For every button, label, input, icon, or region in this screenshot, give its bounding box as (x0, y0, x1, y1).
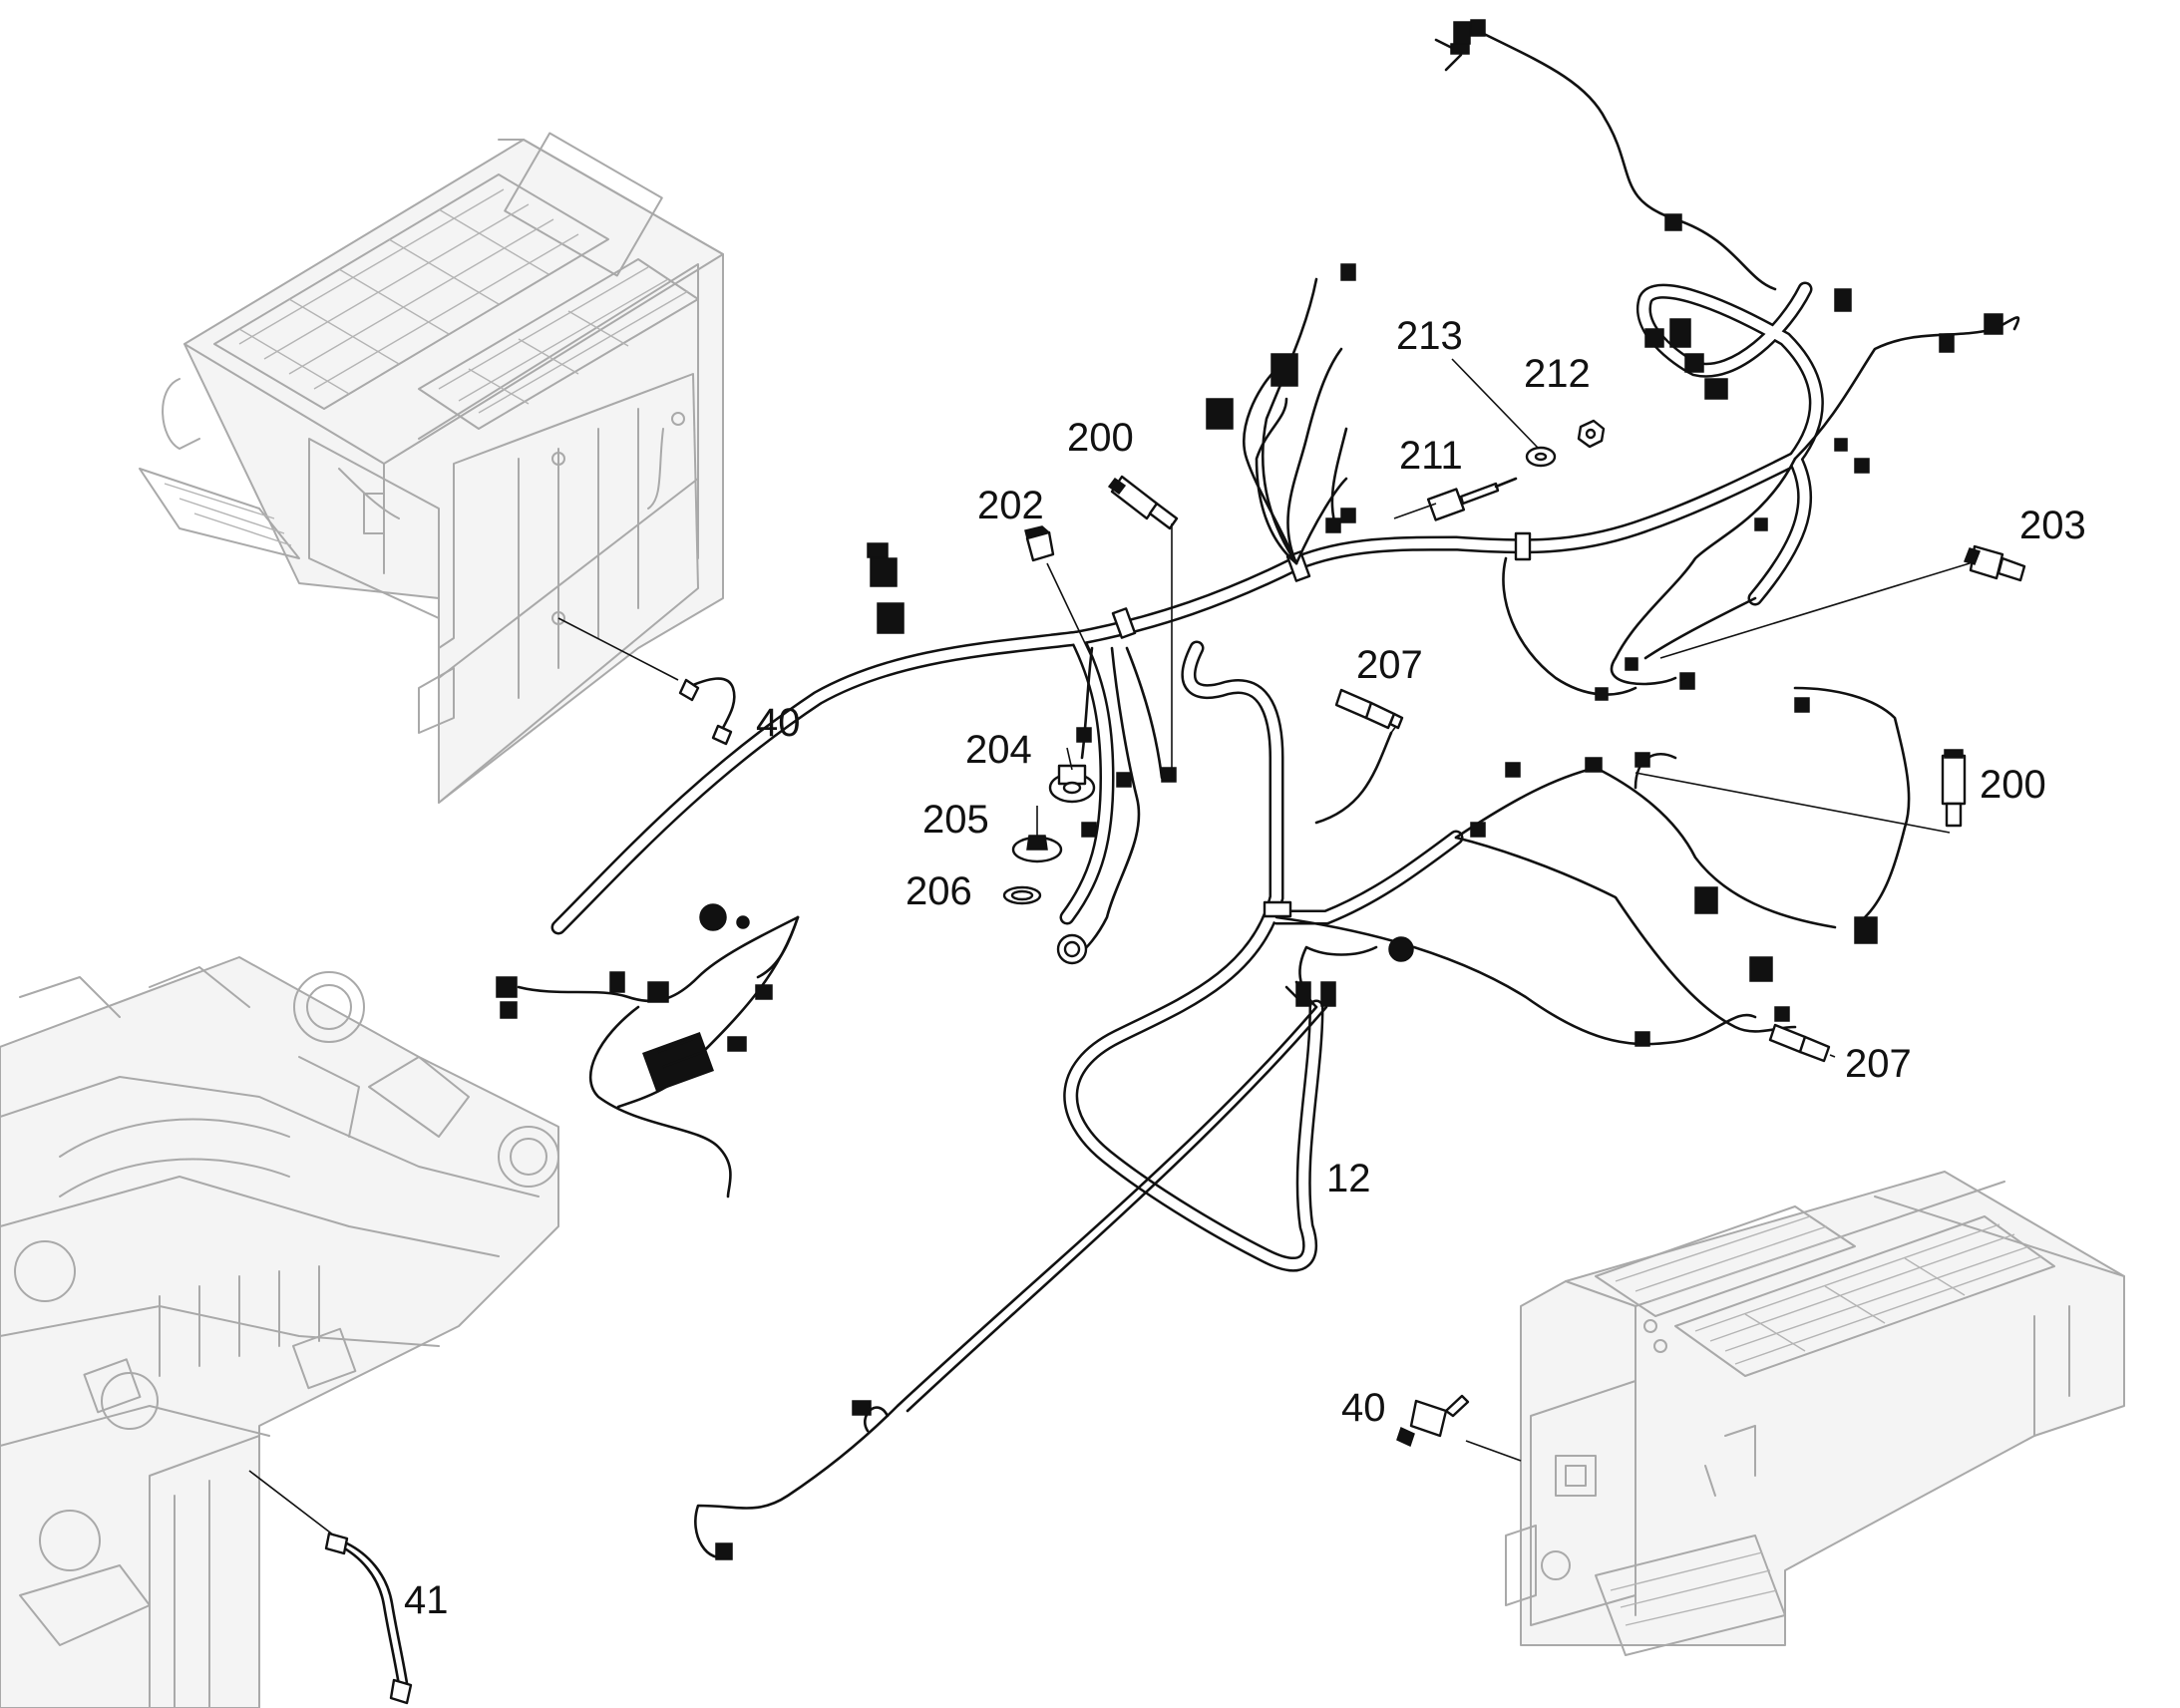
callout-211: 211 (1399, 434, 1463, 478)
callout-207-lower: 207 (1845, 1042, 1912, 1086)
callout-40-lower: 40 (1341, 1386, 1386, 1430)
callout-200-upper: 200 (1067, 416, 1134, 460)
callout-205: 205 (922, 798, 989, 842)
part-41-ground-cable (324, 1532, 413, 1705)
part-207-sensor-lower (1768, 1023, 1831, 1063)
harness-connectors (496, 19, 2003, 1560)
ghost-cab-console-upper-left (139, 132, 724, 804)
callout-labels: 213 212 211 200 202 203 207 204 205 206 … (404, 314, 2086, 1622)
callout-200-lower: 200 (1980, 763, 2046, 807)
callout-212: 212 (1524, 352, 1591, 396)
part-213-washer (1525, 446, 1557, 468)
main-wiring-harness (550, 281, 1824, 1272)
harness-trunk-outer (550, 281, 1824, 1272)
leader-lines (248, 358, 1971, 1537)
ghost-engine-lower-left (0, 956, 559, 1708)
ghost-side-step (139, 468, 300, 559)
part-40-ground-strap-upper (678, 677, 736, 746)
callout-40-upper: 40 (756, 701, 801, 745)
harness-bands (1111, 531, 1532, 918)
part-207-sensor-upper (1334, 688, 1404, 730)
callout-41: 41 (404, 1578, 449, 1622)
callout-203: 203 (2019, 504, 2086, 547)
part-202-connector-cap (1024, 525, 1055, 562)
callout-204: 204 (965, 728, 1032, 772)
part-203-pressure-switch (1964, 544, 2026, 582)
harness-trunk-inner (553, 284, 1822, 1269)
part-40-ground-strap-lower (1396, 1394, 1470, 1448)
ghost-top-grille (213, 173, 699, 430)
ghost-cab-console-lower-right (1505, 1171, 2125, 1656)
part-200-sensor-upper (1107, 475, 1179, 530)
callout-213: 213 (1396, 314, 1463, 358)
callout-202: 202 (977, 484, 1044, 527)
callout-12: 12 (1326, 1157, 1371, 1200)
part-212-nut (1577, 419, 1606, 449)
part-206-oring (1002, 885, 1042, 905)
ghost-right-top-grille (1595, 1205, 2055, 1377)
part-211-temperature-sender (1426, 477, 1518, 521)
part-200-sensor-lower (1941, 749, 1967, 828)
ghost-right-side-step (1595, 1535, 1786, 1656)
callout-207-upper: 207 (1356, 643, 1423, 687)
callout-206: 206 (906, 869, 972, 913)
part-204-grommet (1048, 764, 1096, 804)
part-205-plug (1011, 835, 1063, 863)
